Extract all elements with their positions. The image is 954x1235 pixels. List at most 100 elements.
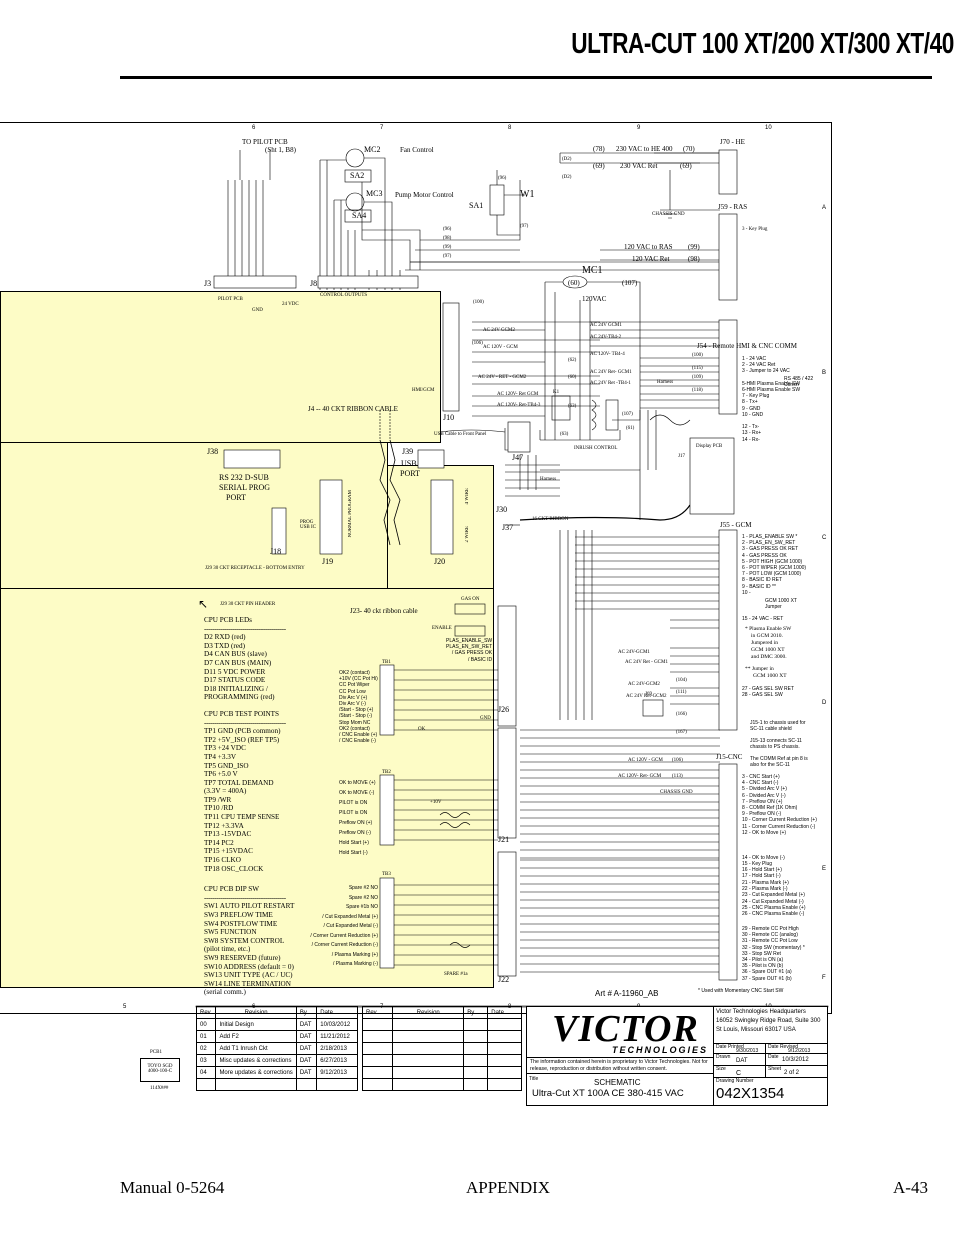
j15-note2: J15-13 connects SC-11 chassis to PS chas… bbox=[750, 738, 802, 751]
j15-pin-list-3: 29 - Remote CC Pot High 30 - Remote CC (… bbox=[742, 926, 805, 982]
gas-sel-list: 27 - GAS SEL SW RET 28 - GAS SEL SW bbox=[742, 686, 794, 698]
j4-ribbon-label: J4 -- 40 CKT RIBBON CABLE bbox=[308, 405, 398, 413]
j15-pin: 8 - COMM Ref (1K Ohm) bbox=[742, 805, 798, 812]
j55-pin: 9 - BASIC ID ** bbox=[742, 583, 776, 590]
wire-113: (113) bbox=[672, 774, 683, 779]
wire-60: (60) bbox=[568, 279, 580, 287]
tb3-item: / Cut Expanded Metal (-) bbox=[323, 923, 378, 929]
harness-label: Harness bbox=[657, 380, 674, 385]
plasma-enable-note: * Plasma Enable SW in GCM 2010. Jumpered… bbox=[745, 626, 791, 661]
tp-item: TP3 +24 VDC bbox=[204, 744, 246, 753]
cpu-dip-heading: CPU PCB DIP SW bbox=[204, 885, 260, 894]
ac120-ret-gcm-label: AC 120V- Ret GCM bbox=[497, 392, 539, 397]
j55-pin: 8 - BASIC ID RET bbox=[742, 577, 783, 584]
zone-bottom-5: 5 bbox=[123, 1004, 127, 1010]
j55-pin-list: 1 - PLAS_ENABLE SW * 2 - PLAS_EN_SW_RET … bbox=[742, 534, 806, 596]
cell: More updates & corrections bbox=[215, 1066, 297, 1079]
size-value: C bbox=[736, 1070, 742, 1077]
k1-label: K1 bbox=[553, 390, 560, 395]
j55-pin: 10 - bbox=[742, 589, 751, 596]
j15-pin: 31 - Remote CC Pot Low bbox=[742, 938, 798, 945]
j54-pin: 3 - Jumper to 24 VAC bbox=[742, 368, 790, 375]
led-item: D3 TXD (red) bbox=[204, 641, 245, 650]
rev-header: Rev bbox=[195, 1006, 217, 1019]
revision-header-row: Rev Revision By Date bbox=[361, 1006, 522, 1019]
drawing-number-label: Drawing Number bbox=[716, 1078, 754, 1084]
tb2-label: TB2 bbox=[382, 770, 391, 775]
wire-118: (118) bbox=[692, 388, 703, 393]
cell: 11/21/2012 bbox=[316, 1030, 358, 1043]
tb3-list: Spare #2 NO Spare #2 NO Spare #1b NO / C… bbox=[308, 884, 378, 970]
dip-item: SW8 SYSTEM CONTROL bbox=[204, 936, 285, 945]
tb3-item: Spare #2 NO bbox=[348, 885, 378, 891]
chassis-gnd2-label: CHASSIS GND bbox=[660, 790, 693, 795]
cell: 00 bbox=[195, 1018, 217, 1031]
ac120-ret-tb43-label: AC 120V- Ret-TB4-3 bbox=[497, 403, 541, 408]
sa1-label: SA1 bbox=[469, 201, 484, 210]
j15-pin: 7 - Preflow ON (+) bbox=[742, 798, 783, 805]
cell: DAT bbox=[295, 1066, 318, 1079]
key-plug-label: 3 - Key Plug bbox=[742, 227, 768, 232]
j15-pin: 21 - Plasma Mark (+) bbox=[742, 880, 789, 886]
mc2-label: MC2 bbox=[364, 145, 381, 154]
cell: Misc updates & corrections bbox=[215, 1054, 297, 1067]
ac24-ret-gcm2-label: AC 24V - RET - GCM2 bbox=[478, 375, 527, 380]
fan-control-label: Fan Control bbox=[400, 146, 434, 154]
plas-en-item: PLAS_ENABLE_SW bbox=[446, 638, 493, 644]
pcb1-line: TOYO SGD bbox=[147, 1064, 173, 1069]
j15-pin: 16 - Hold Start (+) bbox=[742, 867, 782, 874]
led-item: PROGRAMMING (red) bbox=[204, 693, 275, 702]
spare1a-label: SPARE #1a bbox=[444, 972, 468, 977]
j15-pin: 10 - Corner Current Reduction (+) bbox=[742, 817, 817, 824]
j18-label: J18 bbox=[270, 547, 282, 556]
dip-item: SW13 UNIT TYPE (AC / UC) bbox=[204, 971, 293, 980]
j15-pin: 32 - Stop SW (momentary) * bbox=[742, 944, 805, 951]
footer-section: APPENDIX bbox=[466, 1178, 551, 1197]
pcb1-line: 4000-100-C bbox=[147, 1069, 173, 1074]
tp-item: TP13 -15VDAC bbox=[204, 830, 252, 839]
wire-109: (109) bbox=[692, 375, 703, 380]
date-printed-value: 9/30/2013 bbox=[736, 1048, 759, 1054]
wire-78: (78) bbox=[593, 145, 605, 153]
dip-item: SW14 LINE TERMINATION bbox=[204, 979, 291, 988]
j3-label: J3 bbox=[204, 279, 212, 288]
wire-63: (63) bbox=[568, 404, 577, 409]
tp-item: TP10 /RD bbox=[204, 804, 234, 813]
cpu-pcb-area bbox=[0, 588, 494, 988]
wire-104: (104) bbox=[676, 678, 687, 683]
note-line: GCM 1000 XT bbox=[751, 647, 785, 653]
footer-page-number: A-43 bbox=[893, 1178, 928, 1197]
plas-en-item: / GAS PRESS OK bbox=[451, 650, 493, 657]
j54-pin: 8 - Tx+ bbox=[742, 399, 758, 406]
wire-166: (166) bbox=[676, 712, 687, 717]
cell: DAT bbox=[295, 1018, 318, 1031]
revision-table-2: Rev Revision By Date bbox=[361, 1006, 522, 1091]
wire-107: (107) bbox=[622, 279, 638, 287]
harness2-label: Harness bbox=[540, 477, 557, 482]
wire-115: (115) bbox=[692, 366, 703, 371]
j54-pin: 5-HMI Plasma Enable SW bbox=[742, 380, 801, 387]
wire-100: (100) bbox=[473, 300, 484, 305]
j55-pin: 7 - POT LOW (GCM 1000) bbox=[742, 571, 802, 578]
led-item: D2 RXD (red) bbox=[204, 633, 246, 642]
j38-label: J38 bbox=[207, 447, 219, 456]
tb1-item: / CNC Enable (+) bbox=[339, 732, 378, 739]
victor-logo-sub: TECHNOLOGIES bbox=[612, 1045, 709, 1055]
wire-69: (69) bbox=[593, 162, 605, 170]
tb2-item: OK to MOVE (-) bbox=[339, 790, 375, 796]
cell: 9/12/2013 bbox=[316, 1066, 358, 1079]
cell: 01 bbox=[195, 1030, 217, 1043]
j15-pin: 5 - Divided Arc V (+) bbox=[742, 786, 787, 793]
date-header: Date bbox=[487, 1006, 522, 1019]
revision-header-row: Rev Revision By Date bbox=[195, 1006, 358, 1019]
tb2-item: Hold Start (-) bbox=[339, 850, 368, 856]
ckt16-label: 16 CKT RIBBON bbox=[532, 517, 569, 522]
mc1-label: MC1 bbox=[582, 265, 603, 276]
zone-right-a: A bbox=[822, 205, 827, 211]
wire-97-top: (97) bbox=[520, 224, 529, 229]
ac24-ret-gcm2b-label: AC 24V Ret-GCM2 bbox=[626, 694, 667, 699]
plas-en-list: PLAS_ENABLE_SW PLAS_EN_SW_RET / GAS PRES… bbox=[446, 638, 492, 663]
tp-item: TP12 +3.3VA bbox=[204, 821, 244, 830]
ac24-ret-gcm1-label: AC 24V Ret- GCM1 bbox=[590, 370, 632, 375]
